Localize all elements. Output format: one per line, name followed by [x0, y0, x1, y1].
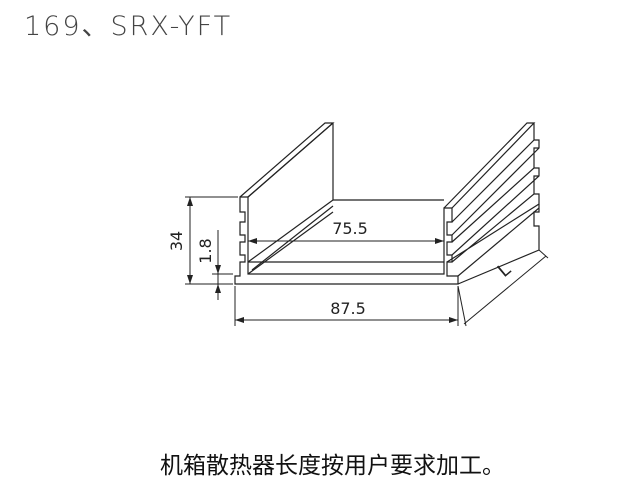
arrow-inner-right — [435, 238, 444, 244]
floor-diagonal-2 — [251, 205, 334, 271]
right-wall-depth — [443, 122, 540, 263]
floor-diagonal-3 — [247, 211, 334, 275]
product-title: 169、SRX-YFT — [24, 11, 233, 42]
arrow-thickness-bottom — [215, 284, 221, 293]
length-ext-near — [457, 285, 467, 327]
height-label: 34 — [167, 231, 186, 251]
arrow-height-bottom — [187, 275, 193, 284]
length-label: L — [494, 259, 515, 282]
profile-outline — [234, 122, 540, 285]
dimension-lines — [185, 196, 549, 327]
length-ext-far — [538, 249, 549, 259]
thickness-label: 1.8 — [196, 238, 215, 263]
outer-width-label: 87.5 — [330, 299, 366, 318]
inner-width-label: 75.5 — [332, 219, 368, 238]
arrow-height-top — [187, 197, 193, 206]
arrow-thickness-top — [215, 265, 221, 274]
left-wall-inner-edge — [247, 122, 334, 198]
arrow-inner-left — [248, 238, 257, 244]
length-dim-line — [463, 255, 547, 325]
length-note: 机箱散热器长度按用户要求加工。 — [160, 453, 505, 479]
base-depth-line — [457, 207, 540, 277]
dimension-arrows — [187, 197, 458, 323]
floor-diagonal-1 — [247, 199, 334, 263]
arrow-outer-left — [235, 317, 244, 323]
arrow-outer-right — [449, 317, 458, 323]
